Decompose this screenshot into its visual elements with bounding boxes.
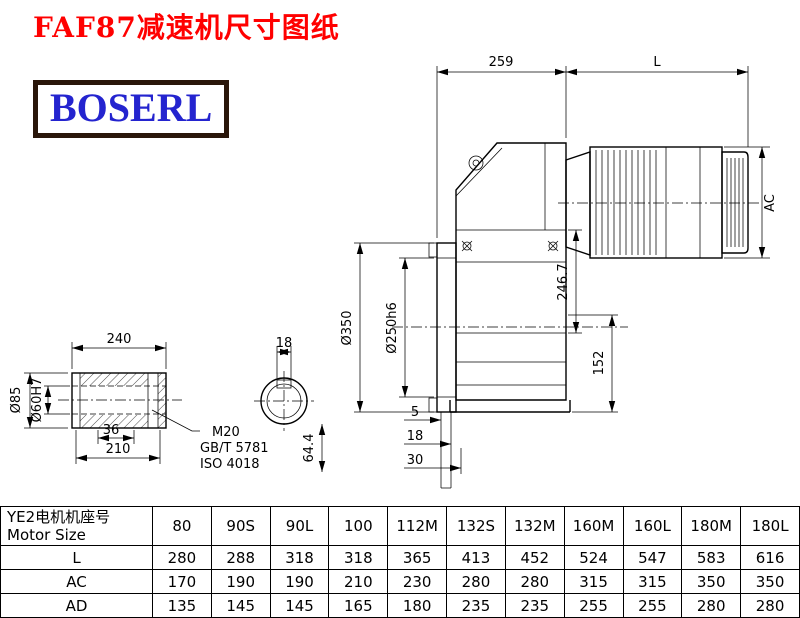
hatch-area xyxy=(80,415,148,428)
reducer-front-view xyxy=(392,142,628,489)
fan-cover xyxy=(721,151,749,254)
dim-spigot: Ø250h6 xyxy=(385,302,400,354)
bolt-cross xyxy=(461,240,473,252)
cell: 190 xyxy=(269,569,330,594)
dim-18-offset: 18 xyxy=(407,429,424,444)
dimension-drawing: 259 L AC Ø350 Ø250h6 246.7 152 5 18 30 6… xyxy=(9,55,778,489)
housing-chamfer-line xyxy=(455,147,503,197)
cell: 350 xyxy=(681,569,742,594)
hatch-area xyxy=(80,373,148,386)
flange-lug-bottom xyxy=(428,397,438,413)
cell: 230 xyxy=(387,569,448,594)
hollow-shaft-view xyxy=(58,372,182,429)
cell: 280 xyxy=(446,569,506,594)
cell: 318 xyxy=(269,545,330,570)
dim-152: 152 xyxy=(592,351,607,376)
dim-259: 259 xyxy=(489,55,514,70)
col-header-112M: 112M xyxy=(387,506,448,546)
dim-246-7: 246.7 xyxy=(556,263,571,300)
col-header-160M: 160M xyxy=(563,506,624,546)
col-header-160L: 160L xyxy=(622,506,683,546)
housing-outline xyxy=(455,142,567,401)
cell: 318 xyxy=(328,545,389,570)
dim-240: 240 xyxy=(107,332,132,347)
main-dimensions: 259 L AC Ø350 Ø250h6 246.7 152 5 18 30 6… xyxy=(302,55,778,474)
dim-key-width-18: 18 xyxy=(276,336,293,351)
cell: 210 xyxy=(328,569,389,594)
cell: 190 xyxy=(210,569,271,594)
cell: 524 xyxy=(563,545,624,570)
col-header-180M: 180M xyxy=(681,506,742,546)
page-title: FAF87减速机尺寸图纸 xyxy=(33,11,340,44)
mounting-flange xyxy=(436,242,457,413)
motor-side-view xyxy=(558,146,760,259)
cell: 170 xyxy=(152,569,212,594)
cell: 288 xyxy=(210,545,271,570)
cell: 280 xyxy=(504,569,565,594)
bolt-circle xyxy=(548,241,558,251)
row-label-L: L xyxy=(0,545,153,570)
dim-60h7: Ø60H7 xyxy=(30,378,45,423)
thread-callout-m20: M20 xyxy=(212,425,240,440)
cell: 547 xyxy=(622,545,683,570)
motor-adapter xyxy=(565,151,591,256)
boserl-logo: BOSERL xyxy=(33,80,230,138)
cell: 365 xyxy=(387,545,448,570)
col-header-100: 100 xyxy=(328,506,389,546)
lifting-eye-icon xyxy=(468,155,484,171)
bolt-cross xyxy=(547,240,559,252)
dim-flange-od: Ø350 xyxy=(340,310,355,345)
shaft-dimensions: 240 Ø85 Ø60H7 36 210 M20 GB/T 5781 ISO 4… xyxy=(9,332,269,472)
flange-lug-top xyxy=(428,242,438,258)
dim-36: 36 xyxy=(103,423,120,438)
cell: 280 xyxy=(152,545,212,570)
hatch-area xyxy=(158,373,166,428)
leader-line xyxy=(151,409,200,432)
cell: 350 xyxy=(740,569,800,594)
cell: 315 xyxy=(563,569,624,594)
bolt-circle xyxy=(462,241,472,251)
col-header-90L: 90L xyxy=(269,506,330,546)
lifting-eye-icon xyxy=(472,159,480,167)
cell: 413 xyxy=(446,545,506,570)
dim-210: 210 xyxy=(106,442,131,457)
cell: 616 xyxy=(740,545,800,570)
shaft-cross-section: 18 xyxy=(254,336,314,431)
bolt-symbol xyxy=(461,240,473,252)
bolt-symbol xyxy=(547,240,559,252)
col-header-180L: 180L xyxy=(740,506,800,546)
row-label-AC: AC xyxy=(0,569,153,594)
col-header-90S: 90S xyxy=(210,506,271,546)
standard-gb: GB/T 5781 xyxy=(200,441,269,456)
dim-AC: AC xyxy=(763,194,778,212)
col-header-132M: 132M xyxy=(504,506,565,546)
dim-85: Ø85 xyxy=(9,387,24,414)
col-header-80: 80 xyxy=(152,506,212,546)
dim-30: 30 xyxy=(407,453,424,468)
cell: 452 xyxy=(504,545,565,570)
col-header-132S: 132S xyxy=(446,506,506,546)
boserl-logo-text: BOSERL xyxy=(50,85,213,130)
cell: 583 xyxy=(681,545,742,570)
standard-iso: ISO 4018 xyxy=(200,457,260,472)
dim-L: L xyxy=(653,55,661,70)
cell: 315 xyxy=(622,569,683,594)
dim-5: 5 xyxy=(411,405,419,420)
dim-64-4: 64.4 xyxy=(302,434,317,463)
